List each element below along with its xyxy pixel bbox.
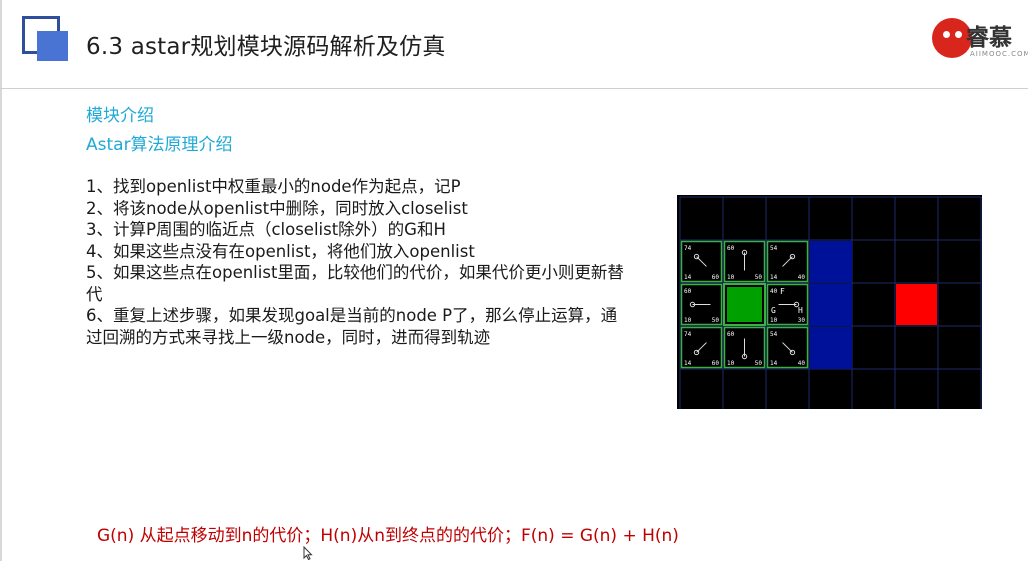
cell-h-value: 60 xyxy=(712,274,720,281)
wall-cell xyxy=(810,241,852,283)
cell-g-value: 14 xyxy=(770,360,778,367)
legend-f-label: F xyxy=(780,287,785,296)
wall-cell xyxy=(810,284,852,326)
parent-pointer-origin xyxy=(693,349,700,356)
open-cell xyxy=(680,283,723,326)
open-cell xyxy=(766,326,809,369)
cell-g-value: 14 xyxy=(770,274,778,281)
parent-pointer-origin xyxy=(689,301,696,308)
astar-grid-illustration: 74 14 60 60 10 50 54 14 40 60 10 50 40 10 30 74 14 60 60 10… xyxy=(677,195,982,409)
open-cell xyxy=(766,283,809,326)
cell-h-value: 50 xyxy=(755,360,763,367)
aiimooc-logo: 睿慕 AIIMOOC.COM xyxy=(926,16,1028,62)
parent-pointer-origin xyxy=(793,301,800,308)
logo-brand-text: 睿慕 xyxy=(966,25,1012,51)
cell-f-value: 60 xyxy=(727,331,735,338)
cell-h-value: 50 xyxy=(755,274,763,281)
section-title: 模块介绍 xyxy=(86,106,154,126)
step-1: 1、找到openlist中权重最小的node作为起点，记P xyxy=(86,177,461,196)
wall-cell xyxy=(810,327,852,369)
cell-f-value: 54 xyxy=(770,245,778,252)
cell-f-value: 60 xyxy=(727,245,735,252)
step-4: 4、如果这些点没有在openlist，将他们放入openlist xyxy=(86,241,475,261)
cell-f-value: 54 xyxy=(770,331,778,338)
astar-grid: 74 14 60 60 10 50 54 14 40 60 10 50 40 10 30 74 14 60 60 10… xyxy=(677,195,982,409)
step-5: 5、如果这些点在openlist里面，比较他们的代价，如果代价更小则更新替代 xyxy=(86,263,624,304)
logo-mark xyxy=(932,18,972,58)
steps-list: 1、找到openlist中权重最小的node作为起点，记P 2、将该node从o… xyxy=(86,176,626,348)
cell-g-value: 10 xyxy=(684,317,692,324)
cell-g-value: 14 xyxy=(684,360,692,367)
cell-h-value: 50 xyxy=(712,317,720,324)
parent-pointer-origin xyxy=(741,353,748,360)
legend-g-label: G xyxy=(771,306,776,315)
parent-pointer-origin xyxy=(789,253,796,260)
step-6: 6、重复上述步骤，如果发现goal是当前的node P了，那么停止运算，通过回溯… xyxy=(86,306,618,347)
cell-h-value: 40 xyxy=(798,360,806,367)
cell-h-value: 40 xyxy=(798,274,806,281)
cell-h-value: 30 xyxy=(798,317,806,324)
slide-title: 6.3 astar规划模块源码解析及仿真 xyxy=(86,34,446,60)
title-decoration-square xyxy=(37,31,68,61)
cell-f-value: 74 xyxy=(684,245,692,252)
open-cell xyxy=(680,240,723,283)
start-node xyxy=(727,287,762,322)
cost-formula: G(n) 从起点移动到n的代价；H(n)从n到终点的的代价；F(n) = G(n… xyxy=(97,526,679,546)
logo-eye-left xyxy=(943,31,950,38)
left-edge xyxy=(0,0,2,561)
open-cell xyxy=(723,240,766,283)
cell-f-value: 74 xyxy=(684,331,692,338)
open-cell xyxy=(766,240,809,283)
cell-g-value: 10 xyxy=(770,317,778,324)
cell-f-value: 60 xyxy=(684,288,692,295)
step-3: 3、计算P周围的临近点（closelist除外）的G和H xyxy=(86,220,446,239)
legend-h-label: H xyxy=(798,306,803,315)
parent-pointer-origin xyxy=(789,349,796,356)
parent-pointer-origin xyxy=(693,253,700,260)
cell-g-value: 14 xyxy=(684,274,692,281)
mouse-cursor-icon xyxy=(303,546,313,560)
open-cell xyxy=(723,326,766,369)
logo-eye-right xyxy=(955,31,962,38)
header-divider xyxy=(0,88,1028,89)
start-cell-border xyxy=(723,283,766,326)
parent-pointer-origin xyxy=(741,249,748,256)
cell-g-value: 10 xyxy=(727,274,735,281)
subsection-title: Astar算法原理介绍 xyxy=(86,135,233,155)
cell-g-value: 10 xyxy=(727,360,735,367)
logo-sub-text: AIIMOOC.COM xyxy=(970,50,1028,58)
cell-f-value: 40 xyxy=(770,288,778,295)
open-cell xyxy=(680,326,723,369)
goal-node xyxy=(896,284,937,325)
step-2: 2、将该node从openlist中删除，同时放入closelist xyxy=(86,198,468,218)
cell-h-value: 60 xyxy=(712,360,720,367)
